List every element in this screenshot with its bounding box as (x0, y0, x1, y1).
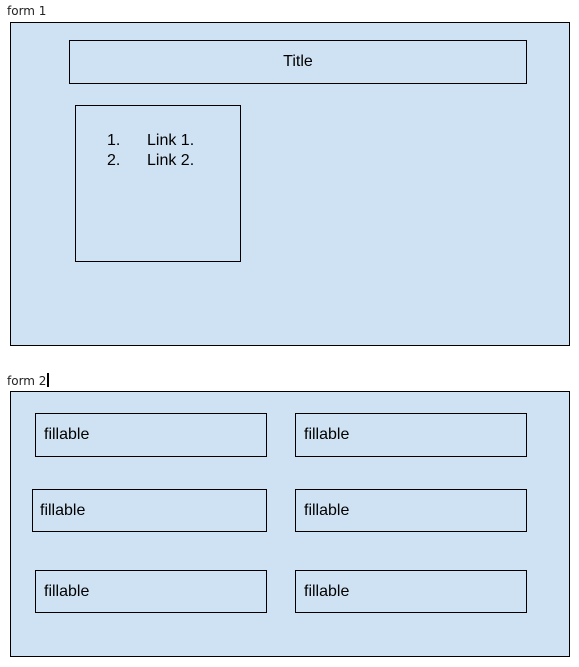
fillable-field-1-label: fillable (44, 426, 90, 443)
form-2-caption-text: form 2 (7, 374, 47, 388)
fillable-field-1[interactable]: fillable (35, 413, 267, 457)
form-2-panel: fillable fillable fillable fillable fill… (10, 391, 570, 657)
fillable-field-6-label: fillable (304, 582, 350, 600)
form-1-caption: form 1 (7, 4, 46, 18)
fillable-field-5-label: fillable (44, 582, 90, 600)
form-1-panel: Title 1. Link 1. 2. Link 2. (10, 22, 570, 346)
form-1-title: Title (283, 53, 313, 70)
fillable-field-4-label: fillable (304, 501, 350, 519)
form-1-title-box: Title (69, 40, 527, 84)
link-item-1-number: 1. (107, 132, 121, 149)
link-item-1-label[interactable]: Link 1. (147, 132, 195, 149)
link-item-2[interactable]: 2. Link 2. (107, 151, 194, 171)
fillable-field-2-label: fillable (304, 426, 350, 443)
fillable-field-4[interactable]: fillable (295, 489, 527, 532)
form-2-caption[interactable]: form 2 (7, 373, 50, 388)
fillable-field-2[interactable]: fillable (295, 413, 527, 457)
link-item-1[interactable]: 1. Link 1. (107, 131, 194, 151)
link-item-2-number: 2. (107, 152, 121, 169)
fillable-field-3-label: fillable (40, 501, 86, 519)
fillable-field-3[interactable]: fillable (32, 489, 267, 532)
link-item-2-label[interactable]: Link 2. (147, 152, 195, 169)
fillable-field-6[interactable]: fillable (295, 570, 527, 613)
text-cursor (47, 373, 50, 387)
fillable-field-5[interactable]: fillable (35, 570, 267, 613)
form-1-caption-text: form 1 (7, 4, 47, 18)
links-list: 1. Link 1. 2. Link 2. (107, 131, 194, 171)
form-1-links-box: 1. Link 1. 2. Link 2. (75, 105, 241, 262)
